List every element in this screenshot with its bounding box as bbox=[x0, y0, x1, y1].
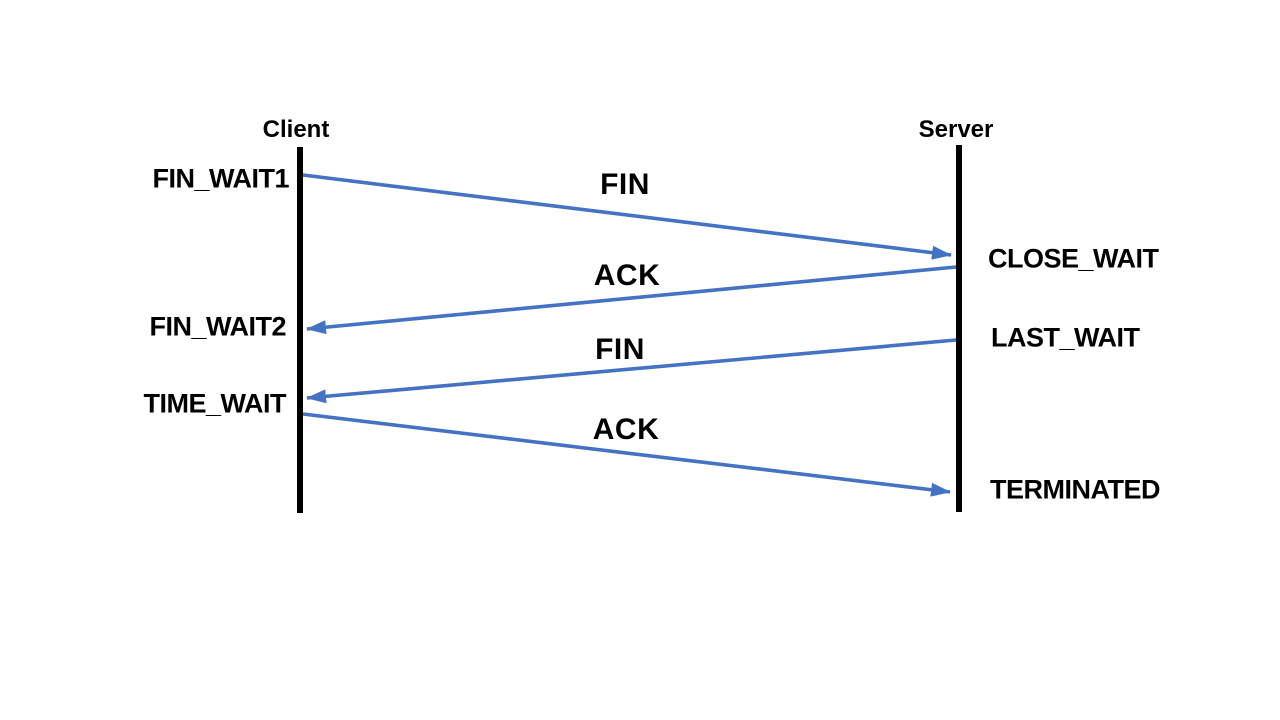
message-arrow-fin-1 bbox=[302, 173, 952, 260]
message-arrow-ack-2 bbox=[302, 412, 951, 497]
state-label-terminated: TERMINATED bbox=[990, 474, 1161, 505]
message-arrow-ack-1 bbox=[306, 265, 957, 335]
state-label-fin-wait1: FIN_WAIT1 bbox=[152, 163, 289, 194]
message-label-fin-1: FIN bbox=[600, 168, 650, 201]
state-label-last-wait: LAST_WAIT bbox=[991, 322, 1140, 353]
message-label-ack-1: ACK bbox=[593, 259, 661, 292]
server-label: Server bbox=[918, 116, 994, 143]
state-label-time-wait: TIME_WAIT bbox=[143, 388, 287, 419]
client-label: Client bbox=[262, 116, 330, 143]
state-label-fin-wait2: FIN_WAIT2 bbox=[149, 311, 286, 342]
message-label-fin-2: FIN bbox=[595, 333, 645, 366]
message-arrow-fin-2 bbox=[306, 338, 957, 404]
message-label-ack-2: ACK bbox=[592, 413, 660, 446]
state-label-close-wait: CLOSE_WAIT bbox=[988, 243, 1159, 274]
